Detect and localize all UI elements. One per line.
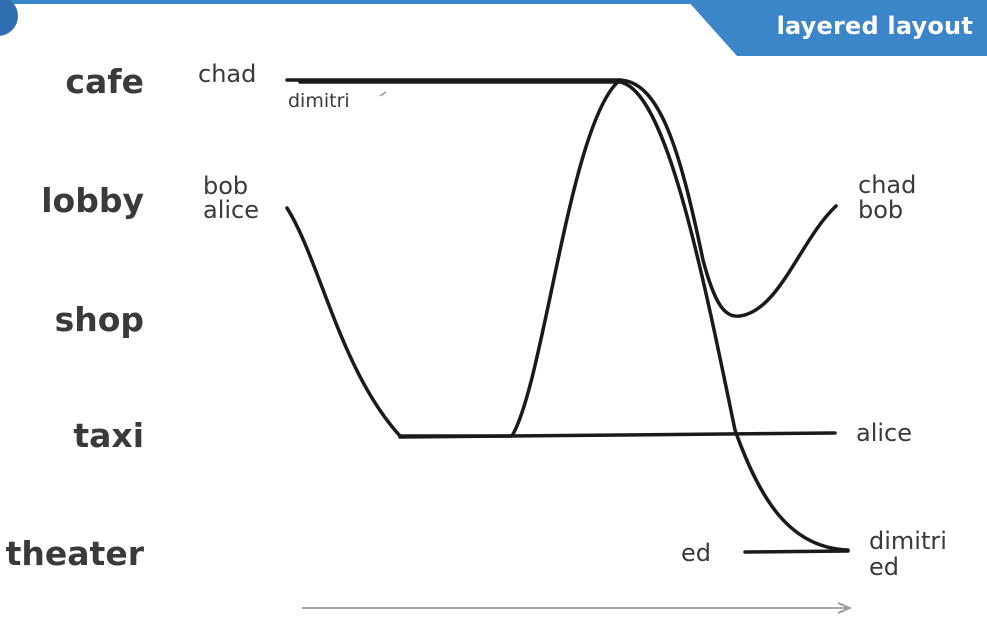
location-label-taxi: taxi bbox=[73, 416, 144, 455]
timeline-arrow bbox=[302, 602, 853, 614]
storyline-dimitri bbox=[298, 80, 850, 552]
location-label-theater: theater bbox=[5, 534, 144, 573]
char-label-alice-end: alice bbox=[856, 419, 913, 447]
location-label-cafe: cafe bbox=[65, 62, 144, 101]
storyline-bob bbox=[285, 78, 622, 438]
banner-title: layered layout bbox=[776, 12, 973, 40]
location-label-lobby: lobby bbox=[41, 181, 144, 220]
char-label-chad-end: chad bbox=[858, 171, 917, 199]
corner-badge bbox=[0, 0, 18, 36]
char-label-dimitri-end: dimitri bbox=[869, 527, 947, 555]
char-label-alice-start: alice bbox=[203, 196, 260, 224]
dimitri-tick bbox=[379, 91, 387, 97]
char-label-bob-start: bob bbox=[203, 172, 249, 200]
top-rule bbox=[0, 0, 987, 4]
char-label-ed-end: ed bbox=[869, 553, 899, 581]
storyline-alice bbox=[398, 431, 837, 439]
char-label-dimitri-start: dimitri bbox=[288, 90, 350, 112]
char-label-chad-start: chad bbox=[198, 60, 257, 88]
storyline-chad bbox=[285, 78, 838, 318]
location-label-shop: shop bbox=[54, 300, 144, 339]
layout-banner: layered layout bbox=[687, 0, 987, 56]
banner-shape bbox=[687, 0, 987, 56]
char-label-ed-start: ed bbox=[681, 539, 711, 567]
storyline-ed bbox=[743, 549, 850, 554]
char-label-bob-end: bob bbox=[858, 196, 904, 224]
